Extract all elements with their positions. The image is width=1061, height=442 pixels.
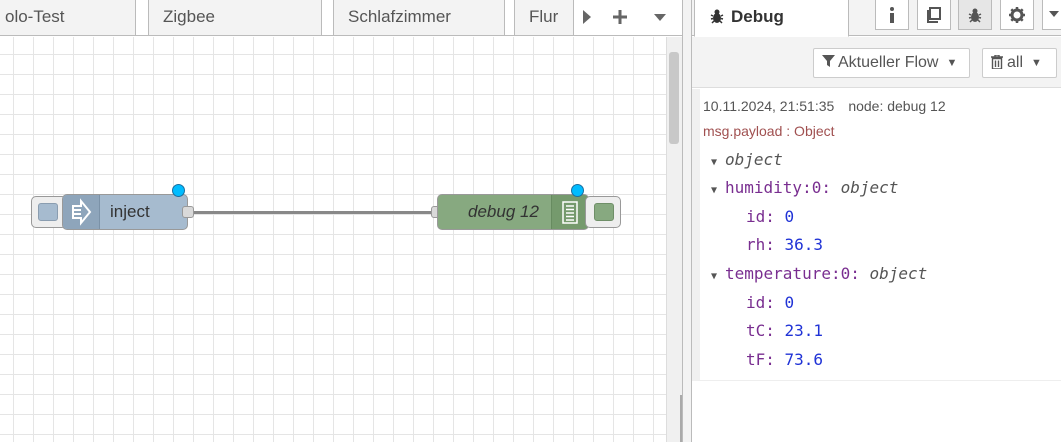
- tab-scroll-right-icon[interactable]: [573, 0, 601, 36]
- scrollbar-marker: [680, 395, 682, 442]
- bug-icon: [710, 9, 724, 24]
- inject-changed-indicator: [172, 184, 185, 197]
- book-icon[interactable]: [917, 0, 951, 30]
- sidebar-separator[interactable]: [682, 0, 692, 442]
- message-timestamp: 10.11.2024, 21:51:35: [703, 98, 835, 114]
- message-meta: 10.11.2024, 21:51:35 node: debug 12: [703, 98, 946, 114]
- debug-toggle-button[interactable]: [585, 196, 621, 228]
- debug-toggle-icon: [594, 203, 614, 221]
- flow-list-dropdown-icon[interactable]: [646, 0, 674, 36]
- flow-tab-bar: olo-Test Zigbee Schlafzimmer Flur: [0, 0, 682, 36]
- inject-trigger-icon: [38, 203, 58, 221]
- sidebar-menu-icon[interactable]: [1042, 0, 1061, 30]
- gear-icon[interactable]: [1000, 0, 1034, 30]
- caret-down-icon: ▼: [711, 157, 718, 168]
- inject-trigger-button[interactable]: [31, 196, 67, 228]
- scrollbar-thumb[interactable]: [669, 52, 679, 144]
- flow-canvas[interactable]: [0, 37, 666, 442]
- tab-debug-label: Debug: [731, 7, 784, 26]
- debug-node[interactable]: debug 12: [437, 194, 589, 230]
- clear-messages-dropdown[interactable]: all ▼: [982, 48, 1057, 78]
- tab-flur[interactable]: Flur: [514, 0, 574, 36]
- tab-zigbee[interactable]: Zigbee: [148, 0, 322, 36]
- tree-field: id: 0: [746, 293, 795, 312]
- caret-down-icon: ▼: [711, 271, 718, 282]
- debug-node-label: debug 12: [468, 202, 539, 221]
- tree-field: tC: 23.1: [746, 321, 824, 340]
- tab-label: olo-Test: [5, 7, 65, 26]
- tree-node-temperature[interactable]: ▼temperature:0: object: [711, 262, 927, 286]
- info-icon[interactable]: [875, 0, 909, 30]
- debug-message: 10.11.2024, 21:51:35 node: debug 12 msg.p…: [692, 89, 1061, 381]
- tab-label: Zigbee: [163, 7, 215, 26]
- chevron-down-icon: ▼: [946, 57, 958, 69]
- workspace: olo-Test Zigbee Schlafzimmer Flur inject…: [0, 0, 682, 442]
- chevron-down-icon: ▼: [1031, 57, 1042, 69]
- debug-bug-icon[interactable]: [958, 0, 992, 30]
- debug-toolbar: Aktueller Flow ▼ all ▼: [692, 37, 1061, 88]
- root-type: object: [725, 150, 783, 169]
- tree-node-humidity[interactable]: ▼humidity:0: object: [711, 176, 898, 200]
- debug-messages: 10.11.2024, 21:51:35 node: debug 12 msg.p…: [692, 89, 1061, 442]
- tree-type: object: [869, 264, 928, 283]
- clear-all-label: all: [1007, 54, 1024, 72]
- tree-root[interactable]: ▼ object: [711, 148, 783, 172]
- tree-field: id: 0: [746, 207, 795, 226]
- tab-schlafzimmer[interactable]: Schlafzimmer: [333, 0, 505, 36]
- sidebar-tab-bar: Debug: [692, 0, 1061, 37]
- inject-node[interactable]: inject: [62, 194, 188, 230]
- add-flow-icon[interactable]: [606, 0, 634, 36]
- caret-down-icon: ▼: [711, 185, 718, 196]
- tab-label: Flur: [529, 7, 559, 26]
- sidebar: Debug Aktueller Flow ▼ all ▼: [692, 0, 1061, 442]
- filter-icon: [822, 55, 835, 68]
- message-node-link[interactable]: node: debug 12: [848, 98, 946, 114]
- tab-olo-test[interactable]: olo-Test: [0, 0, 136, 36]
- inject-node-label: inject: [110, 202, 150, 221]
- debug-list-icon: [551, 195, 588, 229]
- tab-debug[interactable]: Debug: [694, 0, 849, 37]
- tree-field: rh: 36.3: [746, 235, 824, 254]
- debug-changed-indicator: [571, 184, 584, 197]
- node-wire[interactable]: [188, 211, 438, 214]
- inject-output-port[interactable]: [182, 206, 194, 218]
- tree-type: object: [840, 178, 899, 197]
- message-topic: msg.payload : Object: [703, 123, 835, 139]
- tree-key: humidity:0: [725, 178, 822, 197]
- tree-field: tF: 73.6: [746, 350, 824, 369]
- filter-flow-dropdown[interactable]: Aktueller Flow ▼: [813, 48, 970, 78]
- tree-key: temperature:0: [725, 264, 851, 283]
- trash-icon: [991, 54, 1003, 70]
- inject-arrow-icon: [63, 195, 100, 229]
- tab-label: Schlafzimmer: [348, 7, 451, 26]
- filter-flow-label: Aktueller Flow: [838, 54, 939, 72]
